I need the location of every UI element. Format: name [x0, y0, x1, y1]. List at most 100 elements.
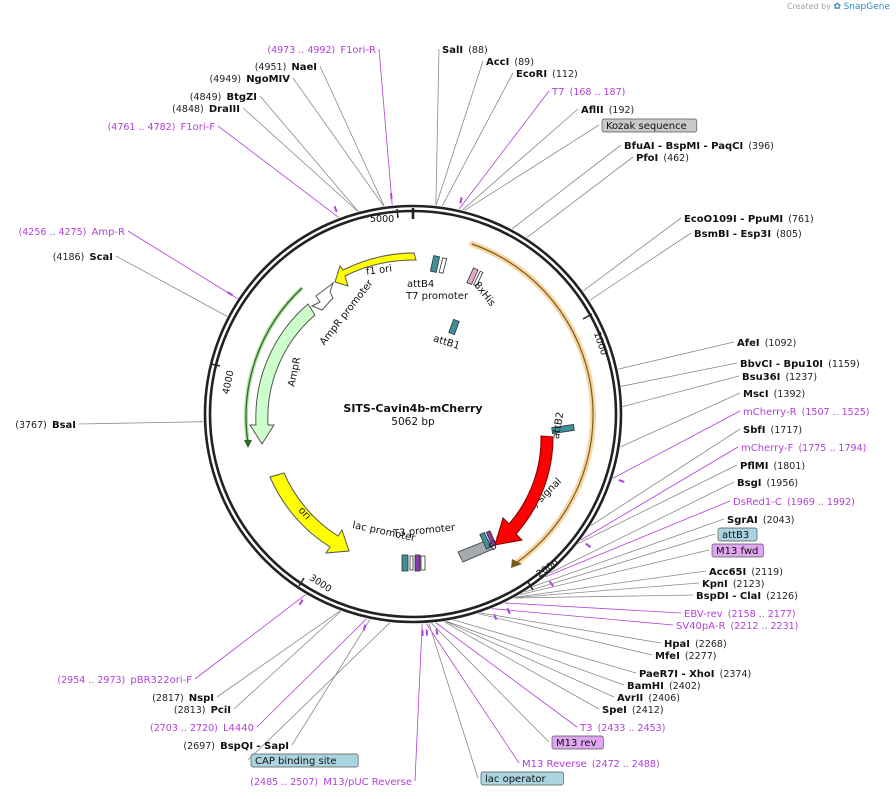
f1ori-f-text: (4761 .. 4782) F1ori-F [108, 115, 216, 134]
msci-site-label: MscI (1392) [743, 389, 805, 400]
paer7i-xhoi-name: PaeR7I - XhoI [639, 669, 715, 680]
bfuai-bspmi-paqci-text: BfuAI - BspMI - PaqCI (396) [624, 134, 774, 153]
l4440-text: (2703 .. 2720) L4440 [150, 716, 254, 735]
mcherry-r-name: mCherry-R [743, 407, 797, 418]
bsgi-name: BsgI [737, 478, 761, 489]
m13-puc-reverse-text: (2485 .. 2507) M13/pUC Reverse [250, 770, 412, 789]
ecoo109i-ppumi-name: EcoO109I - PpuMI [684, 214, 783, 225]
bbvci-bpu10i-position: (1159) [828, 359, 860, 370]
f1ori-r-name: F1ori-R [340, 45, 376, 56]
paer7i-xhoi-leader [453, 619, 637, 674]
sgrai-leader [532, 518, 725, 588]
bamhi-leader [446, 620, 625, 686]
draiii-leader [242, 107, 359, 212]
m13-rev-leader [431, 622, 550, 743]
l4440-leader [256, 618, 367, 728]
bspqi-sapi-position: (2697) [183, 741, 215, 752]
cap-binding-site-label-box [250, 753, 359, 768]
naei-position: (4951) [255, 62, 287, 73]
t3-primer-label: T3 (2433 .. 2453) [579, 723, 665, 734]
afei-name: AfeI [737, 338, 760, 349]
l4440-position: (2703 .. 2720) [150, 723, 218, 734]
t7-text: T7 (168 .. 187) [551, 80, 625, 99]
mfei-leader [478, 613, 653, 656]
mcherry-f-text: mCherry-F (1775 .. 1794) [741, 436, 866, 455]
m13-puc-reverse-primer-label: (2485 .. 2507) M13/pUC Reverse [250, 770, 412, 789]
attb2-label: attB2 [551, 411, 567, 440]
sv40pa-r-text: SV40pA-R (2212 .. 2231) [676, 614, 798, 633]
pbr322ori-f-name: pBR322ori-F [130, 675, 192, 686]
pcii-position: (2813) [174, 705, 206, 716]
attb-box-lower [401, 554, 409, 572]
t3-primer-mark [435, 628, 439, 635]
pflmi-text: PflMI (1801) [740, 454, 805, 473]
sbfi-leader [590, 428, 741, 526]
bsmbi-esp3i-site-label: BsmBI - Esp3I (805) [694, 229, 802, 240]
bsu36i-name: Bsu36I [742, 372, 780, 383]
tick-5000: 5000 [370, 214, 394, 225]
sgrai-text: SgrAI (2043) [727, 508, 794, 527]
mcherry-r-primer-label: mCherry-R (1507 .. 1525) [743, 407, 870, 418]
ampr-promoter-arrowhead [244, 440, 252, 448]
sbfi-text: SbfI (1717) [743, 418, 802, 437]
dsred1-c-primer-label: DsRed1-C (1969 .. 1992) [733, 497, 855, 508]
spei-position: (2412) [632, 705, 664, 716]
site-labels: SalI (88)AccI (89)EcoRI (112)T7 (168 .. … [15, 45, 870, 789]
draiii-text: (4848) DraIII [172, 97, 240, 116]
afei-site-label: AfeI (1092) [737, 338, 796, 349]
t7-primer-mark [459, 197, 463, 204]
pfoi-position: (462) [663, 153, 689, 164]
spei-name: SpeI [602, 705, 627, 716]
ecoo109i-ppumi-leader [582, 217, 682, 292]
bfuai-bspmi-paqci-leader [511, 144, 622, 230]
amp-r-primer-mark [226, 291, 234, 297]
t3-name: T3 [579, 723, 592, 734]
spei-site-label: SpeI (2412) [602, 705, 664, 716]
pflmi-site-label: PflMI (1801) [740, 454, 805, 473]
bbvci-bpu10i-text: BbvCI - Bpu10I (1159) [740, 352, 860, 371]
acc65i-name: Acc65I [709, 567, 746, 578]
t7-primer-label: T7 (168 .. 187) [551, 80, 625, 99]
m13-reverse-text: M13 Reverse (2472 .. 2488) [522, 752, 660, 771]
amp-r-primer-label: (4256 .. 4275) Amp-R [19, 227, 125, 238]
mcherry-f-primer-mark [585, 542, 592, 549]
cap-binding-site-leader [247, 622, 391, 761]
f1ori-f-position: (4761 .. 4782) [108, 122, 176, 133]
naei-text: (4951) NaeI [255, 55, 317, 74]
draiii-site-label: (4848) DraIII [172, 97, 240, 116]
pcii-text: (2813) PciI [174, 698, 231, 717]
kpni-site-label: KpnI (2123) [702, 579, 764, 590]
sv40pa-r-primer-label: SV40pA-R (2212 .. 2231) [676, 614, 798, 633]
bsu36i-site-label: Bsu36I (1237) [742, 372, 817, 383]
lac-operator-feature-label: lac operator [480, 771, 564, 786]
cap-binding-site-feature-label: CAP binding site [250, 753, 359, 768]
pflmi-leader [578, 464, 738, 544]
l4440-name: L4440 [223, 723, 254, 734]
ebv-rev-name: EBV-rev [684, 609, 723, 620]
hpai-leader [480, 612, 662, 644]
orf-arc-arrowhead [511, 559, 522, 568]
sgrai-position: (2043) [763, 515, 795, 526]
naei-site-label: (4951) NaeI [255, 55, 317, 74]
ecori-position: (112) [552, 69, 578, 80]
pbr322ori-f-position: (2954 .. 2973) [57, 675, 125, 686]
snapgene-credit: Created by ✿ SnapGene [787, 2, 890, 12]
ecori-leader [441, 72, 514, 207]
bsgi-text: BsgI (1956) [737, 471, 798, 490]
ecoo109i-ppumi-position: (761) [788, 214, 814, 225]
bsmbi-esp3i-leader [589, 232, 692, 301]
avrii-text: AvrII (2406) [617, 686, 680, 705]
hpai-position: (2268) [695, 639, 727, 650]
plasmid-title: SITS-Cavin4b-mCherry [343, 402, 482, 415]
ori-feature [269, 472, 350, 554]
pbr322ori-f-primer-label: (2954 .. 2973) pBR322ori-F [57, 675, 192, 686]
dsred1-c-name: DsRed1-C [733, 497, 782, 508]
avrii-position: (2406) [648, 693, 680, 704]
f1ori-r-position: (4973 .. 4992) [267, 45, 335, 56]
ecoo109i-ppumi-text: EcoO109I - PpuMI (761) [684, 207, 814, 226]
bsgi-position: (1956) [767, 478, 799, 489]
his-tag-box [466, 267, 479, 286]
attb1-box [448, 318, 460, 336]
btgzi-site-label: (4849) BtgZI [190, 92, 257, 103]
naei-leader [319, 65, 385, 207]
